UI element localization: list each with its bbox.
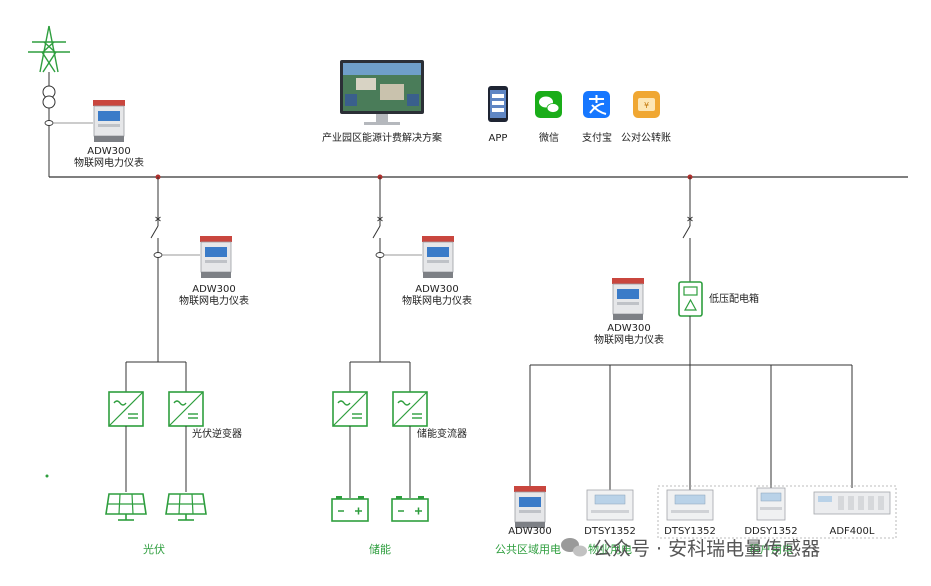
lv-distribution-box-icon [678,281,703,317]
watermark-text: 公众号 · 安科瑞电量传感器 [593,538,820,560]
watermark: 公众号 · 安科瑞电量传感器 [561,538,820,560]
app-label-alipay: 支付宝 [582,131,612,144]
pv-meter-model: ADW300 [192,284,236,295]
storage-current-transformer-icon [375,252,385,258]
monitor-icon [340,60,424,125]
current-transformer-icon [44,120,54,126]
wechat-icon [535,91,562,118]
pv-inverter-label: 光伏逆变器 [192,427,242,440]
svg-text:¥: ¥ [644,101,649,110]
platform-label: 产业园区能源计费解决方案 [322,131,442,144]
app-label-bank-transfer: 公对公转账 [621,131,671,144]
pv-meter-icon [199,235,233,279]
storage-meter-icon [421,235,455,279]
load-4-model: DDSY1352 [744,526,797,537]
load-meter-desc: 物联网电力仪表 [594,333,664,346]
load-2-model: DTSY1352 [584,526,636,537]
storage-converter-2-icon [392,391,428,427]
load-meter-ddsy1352-icon [756,487,786,521]
app-label-wechat: 微信 [539,131,559,144]
pv-inverter-2-icon [168,391,204,427]
main-meter-desc: 物联网电力仪表 [74,156,144,169]
main-meter-icon [92,99,126,143]
pv-current-transformer-icon [153,252,163,258]
bank-transfer-icon: ¥ [633,91,660,118]
storage-breaker-icon [372,216,383,245]
app-label-app: APP [489,133,508,144]
storage-meter-model: ADW300 [415,284,459,295]
load-1-label: 公共区域用电 [495,543,561,556]
solar-panel-1-icon [105,493,147,521]
pv-breaker-icon [150,216,161,245]
transformer-icon [42,72,56,109]
main-meter-model: ADW300 [87,146,131,157]
load-meter-adw300-icon [513,485,547,529]
load-meter-adf400l-icon [813,491,891,515]
solar-panel-2-icon [165,493,207,521]
load-meter-icon [611,277,645,321]
pv-inverter-1-icon [108,391,144,427]
meters-dashed-frame [657,485,897,539]
wechat-watermark-icon [561,538,587,557]
alipay-icon [583,91,610,118]
load-meter-model: ADW300 [607,323,651,334]
load-meter-dtsy1352-1-icon [586,489,634,521]
load-breaker-icon [682,216,693,245]
storage-meter-desc: 物联网电力仪表 [402,294,472,307]
storage-group-label: 储能 [369,542,391,556]
pv-group-label: 光伏 [143,542,165,556]
phone-app-icon [488,86,508,122]
battery-2-icon [391,495,429,522]
storage-converter-label: 储能变流器 [417,427,467,440]
lv-box-label: 低压配电箱 [709,292,759,305]
load-2-label: 物业用电 [588,542,632,556]
green-marker-dot [45,474,49,478]
transmission-tower-icon [28,25,70,73]
load-3-model: DTSY1352 [664,526,716,537]
load-1-model: ADW300 [508,526,552,537]
battery-1-icon [331,495,369,522]
storage-converter-1-icon [332,391,368,427]
load-4-label: 租户用电 [749,542,793,556]
pv-meter-desc: 物联网电力仪表 [179,294,249,307]
load-5-model: ADF400L [830,526,875,537]
load-meter-dtsy1352-2-icon [666,489,714,521]
